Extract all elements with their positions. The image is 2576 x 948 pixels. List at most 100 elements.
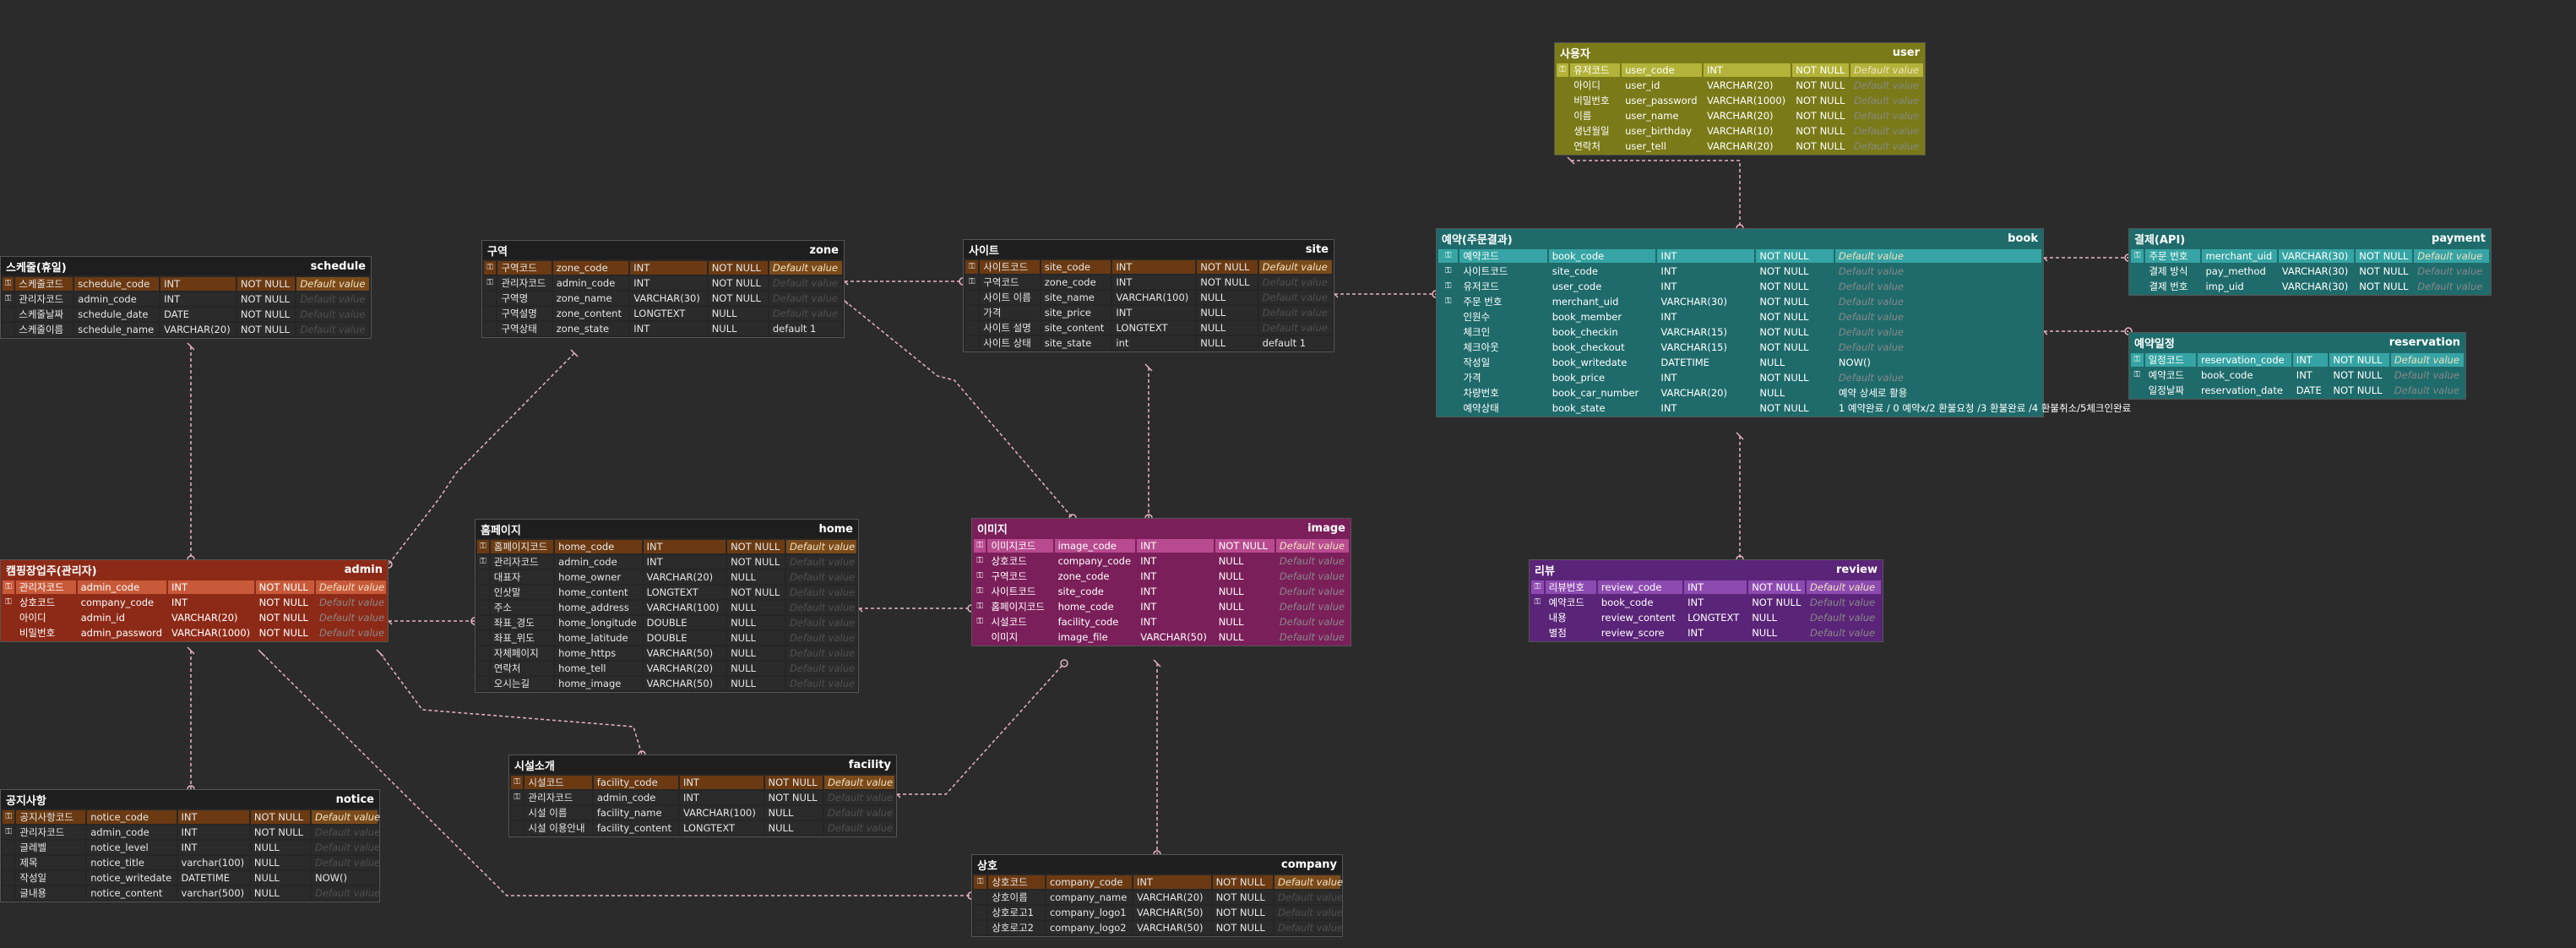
table-header[interactable]: 스케줄(휴일)schedule bbox=[1, 257, 371, 275]
table-header[interactable]: 캠핑장업주(관리자)admin bbox=[1, 560, 388, 579]
relationship-facility-image[interactable] bbox=[897, 662, 1065, 795]
table-header[interactable]: 예약(주문결과)book bbox=[1437, 229, 2043, 248]
relationship-user-book[interactable] bbox=[1571, 160, 1741, 228]
